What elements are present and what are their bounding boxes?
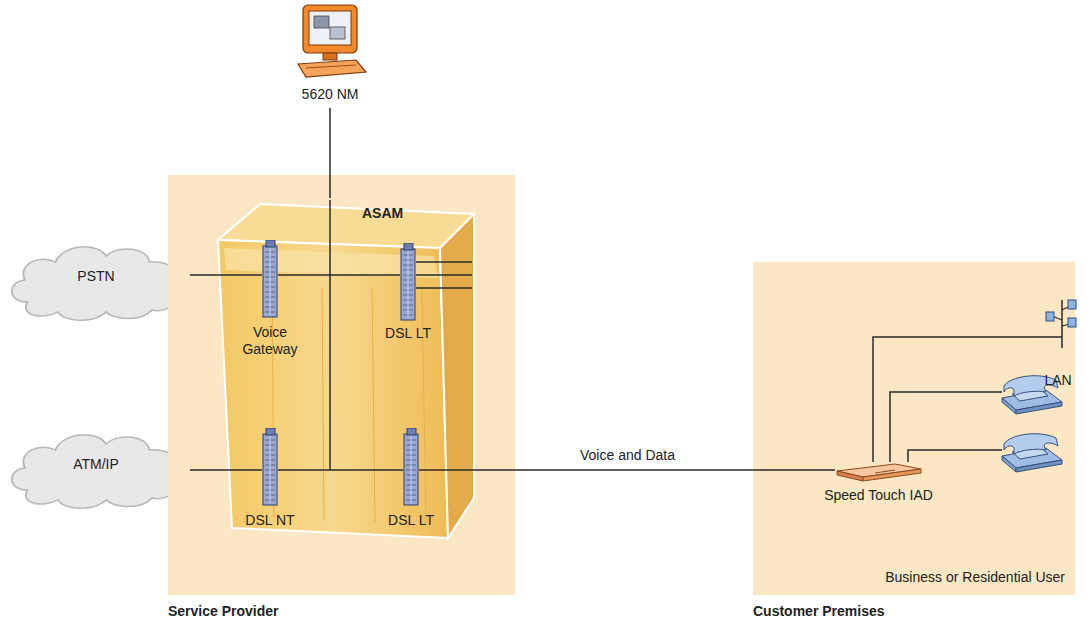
node-label: 5620 NM — [290, 86, 370, 103]
cloud-network: PSTN — [2, 232, 190, 324]
edge-label-holder: Voice and Data — [577, 447, 678, 464]
access-device: Speed Touch IAD — [835, 462, 922, 482]
lan-icon — [1036, 296, 1080, 350]
text-holder: 5620 NM — [290, 86, 370, 103]
computer-terminal: 5620 NM — [290, 2, 370, 108]
node-label: DSL NT — [230, 512, 310, 529]
chassis: ASAMVoice GatewayDSL LTDSL NTDSL LT — [212, 198, 478, 545]
text-holder: DSL LT — [368, 325, 448, 342]
node-note: Business or Residential User — [825, 569, 1065, 586]
text-holder: ASAM — [362, 205, 403, 222]
node-label: DSL LT — [371, 512, 451, 529]
line-card: DSL LT — [400, 243, 416, 321]
text-holder: Speed Touch IAD — [795, 487, 962, 504]
node-label: Voice Gateway — [230, 324, 310, 358]
card-shape — [403, 428, 419, 506]
text-holder: DSL LT — [371, 512, 451, 529]
text-holder: ATM/IP — [2, 456, 190, 473]
node-label: PSTN — [2, 268, 190, 285]
computer-icon — [290, 2, 370, 80]
region-band: Customer PremisesBusiness or Residential… — [753, 262, 1075, 595]
chassis-shape — [212, 198, 478, 545]
text-holder: Service Provider — [168, 603, 279, 620]
connector-label: Voice and Data — [577, 447, 678, 464]
card-shape — [262, 240, 278, 318]
card-shape — [262, 428, 278, 506]
line-card: DSL LT — [403, 428, 419, 506]
node-label: Speed Touch IAD — [795, 487, 962, 504]
cloud-network: ATM/IP — [2, 420, 190, 512]
modem-icon — [835, 462, 922, 482]
text-holder: DSL NT — [230, 512, 310, 529]
line-card: Voice Gateway — [262, 240, 278, 318]
text-holder: Business or Residential User — [825, 569, 1065, 586]
text-holder: Voice Gateway — [230, 324, 310, 358]
node-label: Service Provider — [168, 603, 279, 620]
region-band: Service ProviderASAMVoice GatewayDSL LTD… — [168, 175, 515, 595]
text-holder: LAN — [1040, 372, 1076, 389]
node-label: LAN — [1040, 372, 1076, 389]
node-label: Customer Premises — [753, 603, 885, 620]
line-card: DSL NT — [262, 428, 278, 506]
text-holder: Customer Premises — [753, 603, 885, 620]
text-holder: PSTN — [2, 268, 190, 285]
card-shape — [400, 243, 416, 321]
lan-node: LAN — [1036, 296, 1080, 392]
node-label: DSL LT — [368, 325, 448, 342]
node-label: ATM/IP — [2, 456, 190, 473]
node-label: ASAM — [362, 205, 403, 222]
